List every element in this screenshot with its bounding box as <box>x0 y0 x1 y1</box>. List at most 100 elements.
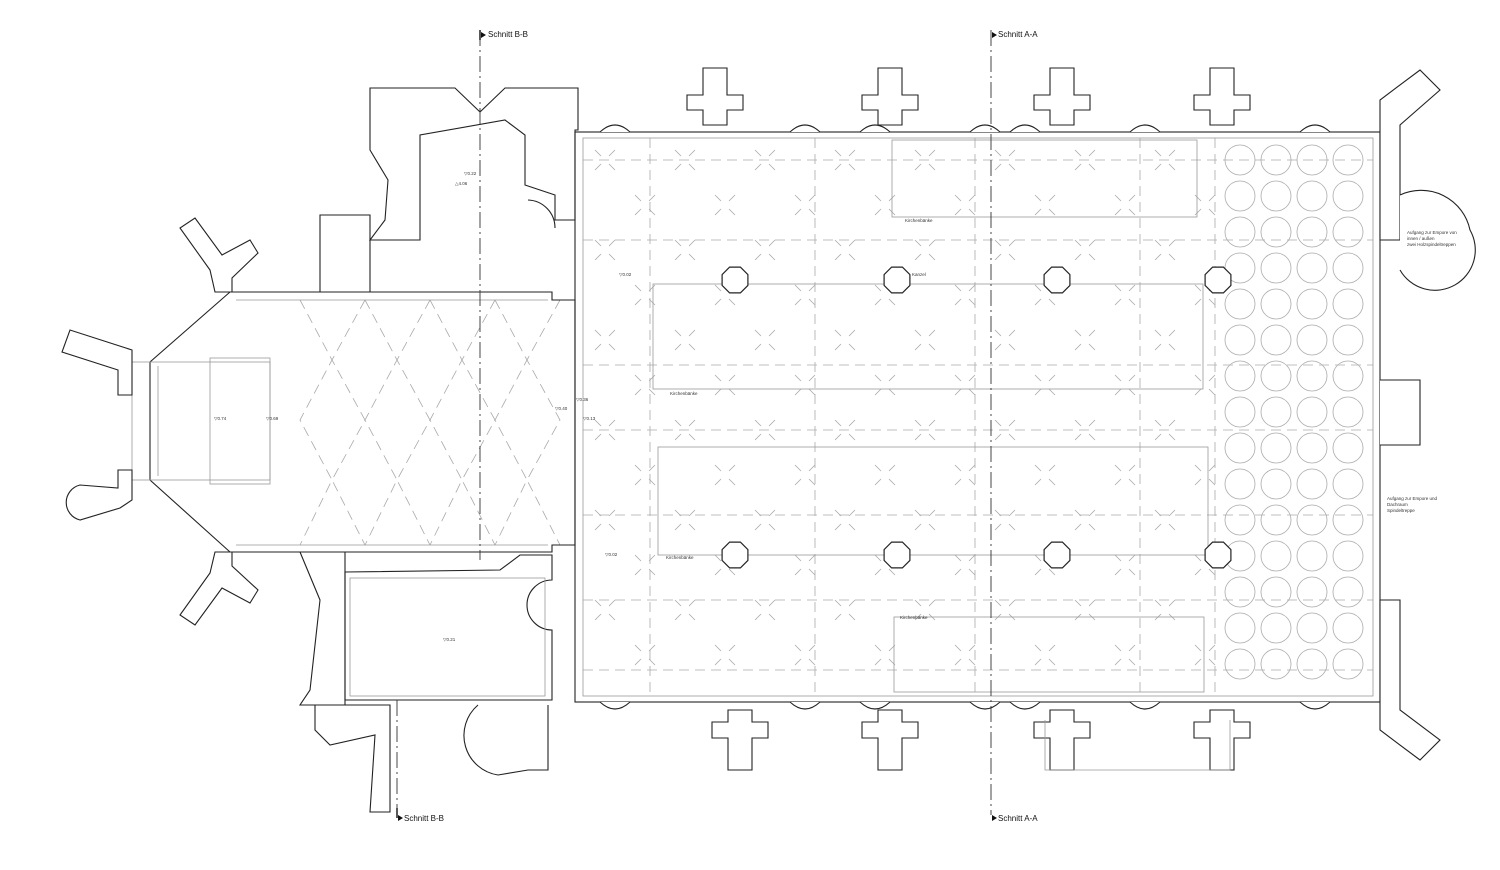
stair-note-south-3: Spindeltreppe <box>1387 508 1415 513</box>
vault-rib-cross <box>994 599 1016 621</box>
choir-rib-line <box>526 299 561 546</box>
vault-rib-cross <box>914 239 936 261</box>
sacristy-north <box>368 87 579 241</box>
vault-rib-cross <box>674 599 696 621</box>
vault-rib-cross <box>634 464 656 486</box>
gallery-rib-loop <box>1332 612 1364 644</box>
vault-rib-cross <box>954 374 976 396</box>
section-label-bb-bottom: Schnitt B-B <box>404 814 444 823</box>
gallery-rib-loop <box>1260 468 1292 500</box>
vault-rib-cross <box>634 554 656 576</box>
vault-rib-cross <box>674 239 696 261</box>
column <box>721 266 749 294</box>
pews-label-4: Kirchenbänke <box>900 615 928 620</box>
vault-rib-cross <box>1074 329 1096 351</box>
vault-rib-cross <box>834 509 856 531</box>
vault-rib-cross <box>914 599 936 621</box>
gallery-rib-loop <box>1296 360 1328 392</box>
column <box>1204 266 1232 294</box>
vault-rib-cross <box>874 644 896 666</box>
wall-niche-south <box>1129 701 1161 710</box>
vault-rib-cross <box>754 509 776 531</box>
vault-rib-cross <box>1154 509 1176 531</box>
vault-rib-cross <box>1034 374 1056 396</box>
vault-rib-cross <box>1114 284 1136 306</box>
gallery-rib-loop <box>1332 540 1364 572</box>
vault-rib-cross <box>1074 419 1096 441</box>
pews-block-2 <box>652 283 1204 390</box>
vault-rib-cross <box>594 599 616 621</box>
vault-rib-cross <box>1114 554 1136 576</box>
vault-rib-cross <box>874 374 896 396</box>
vault-rib-cross <box>754 329 776 351</box>
elevation-choir-step: ▽0.69 <box>266 416 279 421</box>
west-porch <box>1380 379 1421 446</box>
pews-label-2: Kirchenbänke <box>670 391 698 396</box>
elevation-choir-east: ▽0.40 <box>555 406 568 411</box>
elevation-triumph-2: ▽0.13 <box>583 416 596 421</box>
gallery-rib-loop <box>1224 324 1256 356</box>
vault-rib-cross <box>1074 509 1096 531</box>
gallery-rib-loop <box>1260 216 1292 248</box>
gallery-rib-loop <box>1224 576 1256 608</box>
pews-block-1 <box>891 139 1198 218</box>
vault-rib-cross <box>594 509 616 531</box>
wall-niche-south <box>859 701 891 710</box>
vault-rib-cross <box>714 644 736 666</box>
south-chapel-inner <box>349 577 546 697</box>
vault-rib-cross <box>1114 644 1136 666</box>
wall-niche-north <box>1009 124 1041 133</box>
wall-niche-south <box>1299 701 1331 710</box>
gallery-rib-loop <box>1296 540 1328 572</box>
gallery-rib-loop <box>1296 576 1328 608</box>
buttress-south <box>1033 709 1091 771</box>
buttress-corner-se <box>1379 599 1441 761</box>
vault-rib-cross <box>1154 329 1176 351</box>
gallery-rib-loop <box>1296 288 1328 320</box>
gallery-rib-loop <box>1332 648 1364 680</box>
vault-rib-cross <box>714 194 736 216</box>
pews-block-3 <box>657 446 1209 556</box>
gallery-rib-loop <box>1260 612 1292 644</box>
gallery-rib-loop <box>1296 648 1328 680</box>
vault-rib-cross <box>754 419 776 441</box>
gallery-rib-loop <box>1296 612 1328 644</box>
gallery-rib-loop <box>1224 288 1256 320</box>
column <box>1204 541 1232 569</box>
vault-rib-cross <box>1194 464 1216 486</box>
vault-rib-cross <box>714 464 736 486</box>
vault-rib-cross <box>634 374 656 396</box>
vault-rib-cross <box>954 194 976 216</box>
gallery-rib-loop <box>1332 396 1364 428</box>
gallery-rib-loop <box>1260 432 1292 464</box>
nave-inner-line <box>582 137 1374 697</box>
vault-rib-cross <box>994 149 1016 171</box>
vault-rib-cross <box>634 644 656 666</box>
vault-rib-cross <box>794 644 816 666</box>
gallery-rib-loop <box>1224 180 1256 212</box>
elevation-south-chapel: ▽0.21 <box>443 637 456 642</box>
south-annex-outline <box>1044 720 1231 771</box>
buttress-apse-s <box>179 551 259 626</box>
elevation-sacristy-up: △4.06 <box>455 181 468 186</box>
choir-rib-line <box>299 299 333 546</box>
stair-tower-north <box>1399 189 1476 291</box>
gallery-rib-loop <box>1296 468 1328 500</box>
stair-note-north-1: Aufgang zur Empore von <box>1407 230 1457 235</box>
vault-rib-cross <box>674 419 696 441</box>
gallery-rib-loop <box>1224 396 1256 428</box>
vault-rib-cross <box>954 554 976 576</box>
choir-inner-line <box>157 299 548 546</box>
gallery-rib-loop <box>1260 648 1292 680</box>
elevation-triumph-1: ▽0.36 <box>576 397 589 402</box>
gallery-rib-loop <box>1224 360 1256 392</box>
wall-niche-north <box>1129 124 1161 133</box>
vault-rib-cross <box>674 149 696 171</box>
buttress-south <box>861 709 919 771</box>
buttress-south <box>711 709 769 771</box>
vault-rib-cross <box>914 149 936 171</box>
vault-rib-cross <box>1114 374 1136 396</box>
section-label-aa-bottom: Schnitt A-A <box>998 814 1038 823</box>
gallery-rib-loop <box>1296 252 1328 284</box>
